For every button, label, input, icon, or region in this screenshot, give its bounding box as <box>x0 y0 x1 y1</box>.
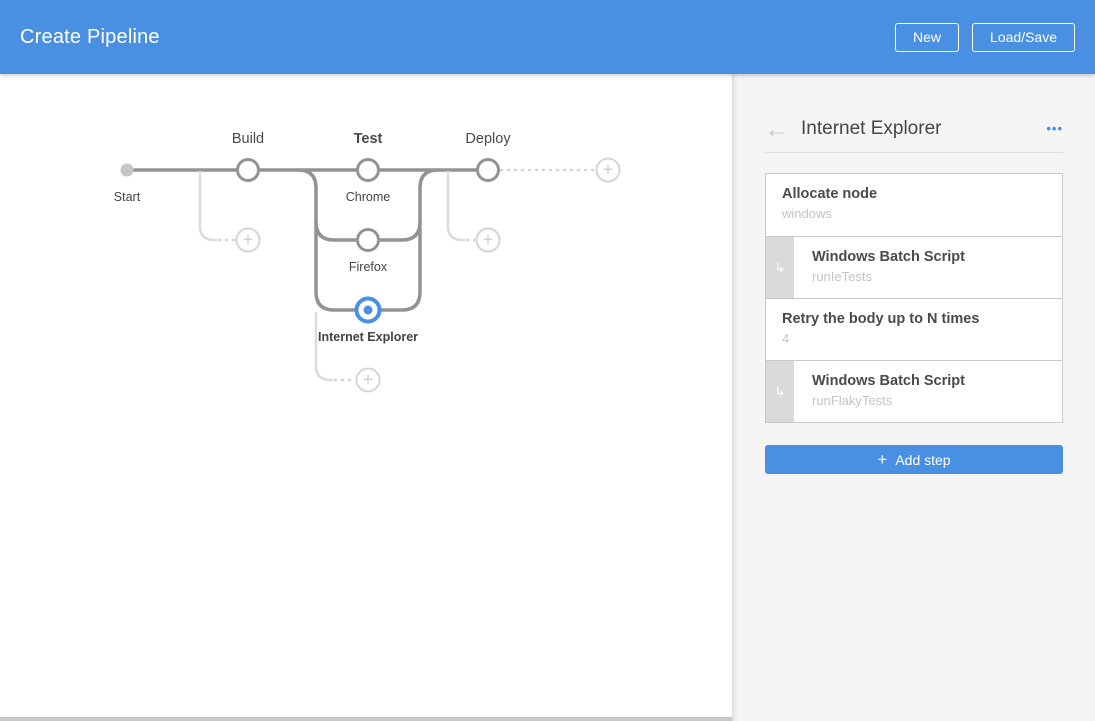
add-stage-end-button[interactable]: + <box>596 158 621 183</box>
step-subtitle: runFlakyTests <box>812 393 965 408</box>
step-title: Allocate node <box>782 186 877 202</box>
start-node <box>121 164 134 177</box>
stage-label-deploy: Deploy <box>465 131 510 147</box>
app-header: Create Pipeline New Load/Save <box>0 0 1095 74</box>
step-body: Windows Batch Script runFlakyTests <box>796 361 981 422</box>
step-subtitle: 4 <box>782 331 979 346</box>
stage-node-build[interactable] <box>236 158 260 182</box>
plus-icon: + <box>483 230 494 248</box>
nested-step-bar: ↳ <box>766 361 794 422</box>
panel-title: Internet Explorer <box>801 118 941 140</box>
step-title: Retry the body up to N times <box>782 311 979 327</box>
step-row[interactable]: ↳ Windows Batch Script runIeTests <box>766 236 1062 298</box>
branch-label-internet-explorer: Internet Explorer <box>318 330 418 344</box>
add-step-label: Add step <box>895 452 950 468</box>
step-subtitle: runIeTests <box>812 269 965 284</box>
step-body: Allocate node windows <box>766 174 893 236</box>
page-title: Create Pipeline <box>20 26 160 49</box>
stage-node-deploy[interactable] <box>476 158 500 182</box>
branch-label-firefox: Firefox <box>349 260 387 274</box>
header-actions: New Load/Save <box>895 23 1075 52</box>
start-label: Start <box>114 190 140 204</box>
back-arrow-icon[interactable]: ← <box>765 119 788 139</box>
step-row[interactable]: ↳ Windows Batch Script runFlakyTests <box>766 360 1062 422</box>
horizontal-scrollbar[interactable] <box>0 717 732 721</box>
step-row[interactable]: Retry the body up to N times 4 <box>766 298 1062 360</box>
plus-icon: + <box>243 230 254 248</box>
step-subtitle: windows <box>782 206 877 221</box>
stage-label-test: Test <box>354 131 383 147</box>
new-button[interactable]: New <box>895 23 959 52</box>
branch-node-firefox[interactable] <box>356 228 380 252</box>
add-stage-below-deploy-button[interactable]: + <box>476 228 501 253</box>
branch-arrow-icon: ↳ <box>775 384 786 400</box>
steps-list: Allocate node windows ↳ Windows Batch Scrip… <box>765 173 1063 423</box>
step-body: Retry the body up to N times 4 <box>766 299 995 360</box>
branch-node-internet-explorer-selected[interactable] <box>355 297 382 324</box>
panel-header: ← Internet Explorer ••• <box>765 74 1063 153</box>
branch-node-chrome[interactable] <box>356 158 380 182</box>
nested-step-bar: ↳ <box>766 237 794 298</box>
load-save-button[interactable]: Load/Save <box>972 23 1075 52</box>
step-body: Windows Batch Script runIeTests <box>796 237 981 298</box>
step-title: Windows Batch Script <box>812 249 965 265</box>
stage-label-build: Build <box>232 131 264 147</box>
branch-arrow-icon: ↳ <box>775 260 786 276</box>
more-menu-icon[interactable]: ••• <box>1046 124 1063 134</box>
plus-icon: + <box>877 451 887 469</box>
branch-detail-panel: ← Internet Explorer ••• Allocate node win… <box>733 74 1095 721</box>
step-row[interactable]: Allocate node windows <box>766 174 1062 236</box>
plus-icon: + <box>603 160 614 178</box>
add-step-button[interactable]: + Add step <box>765 445 1063 474</box>
selected-dot <box>364 306 373 315</box>
pipeline-editor-canvas: Build Test Deploy Start Chrome Firefox I… <box>0 74 733 721</box>
main-area: Build Test Deploy Start Chrome Firefox I… <box>0 74 1095 721</box>
add-stage-below-build-button[interactable]: + <box>236 228 261 253</box>
step-title: Windows Batch Script <box>812 373 965 389</box>
branch-label-chrome: Chrome <box>346 190 390 204</box>
add-branch-below-internet-explorer-button[interactable]: + <box>356 368 381 393</box>
plus-icon: + <box>363 370 374 388</box>
